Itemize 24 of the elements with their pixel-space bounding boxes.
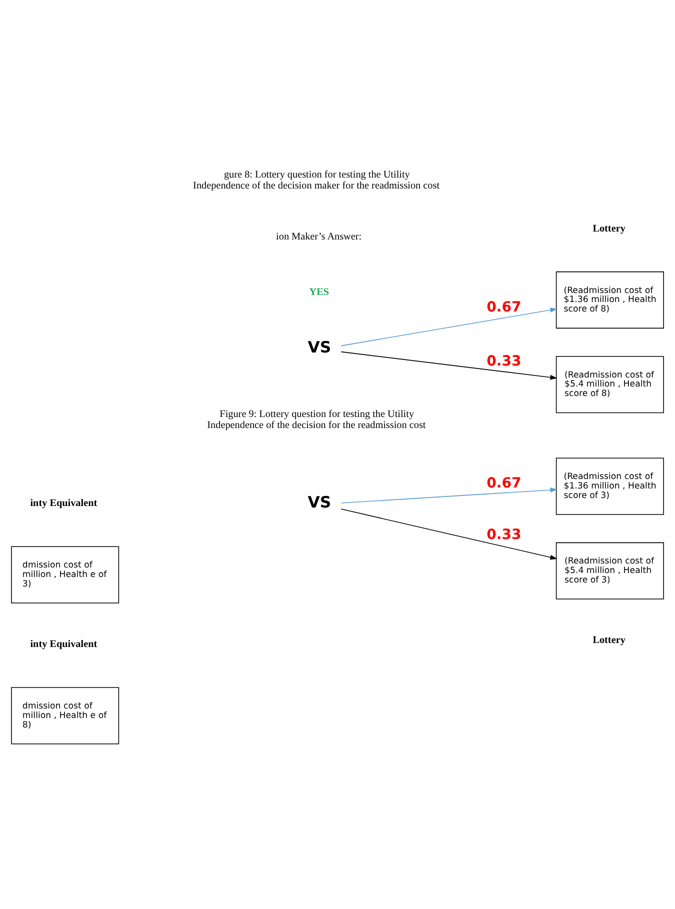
label: ion Maker’s Answer: <box>276 230 362 242</box>
arrow <box>340 350 558 380</box>
label: gure 8: Lottery question for testing the Utility Independence of the decision maker for the readmission cost <box>193 168 440 191</box>
node-box: (Readmission cost of $5.4 million , Health score of 3) <box>556 542 664 599</box>
node-text: VS <box>308 336 332 356</box>
label: Lottery <box>592 634 626 646</box>
arrow <box>340 508 558 560</box>
edge-label: 0.67 <box>486 474 522 491</box>
edge-label: 0.33 <box>486 352 522 369</box>
label: Lottery <box>592 222 626 234</box>
node-box: (Readmission cost of $5.4 million , Health score of 8) <box>556 355 664 413</box>
node-box: (Readmission cost of $1.36 million , Health score of 8) <box>556 270 664 328</box>
node-box: dmission cost of million , Health e of 8) <box>11 686 120 744</box>
label: Figure 9: Lottery question for testing the Utility Independence of the decision for the readmission cost <box>207 408 426 430</box>
label: YES <box>309 286 330 298</box>
node-box: dmission cost of million , Health e of 3) <box>11 546 120 603</box>
arrow <box>340 307 558 346</box>
label: inty Equivalent <box>30 498 98 509</box>
arrow <box>340 487 558 503</box>
node-text: VS <box>308 492 332 511</box>
node-box: (Readmission cost of $1.36 million , Health score of 3) <box>556 457 664 514</box>
label: inty Equivalent <box>30 638 98 650</box>
edge-label: 0.67 <box>486 298 522 315</box>
edge-label: 0.33 <box>486 526 522 543</box>
